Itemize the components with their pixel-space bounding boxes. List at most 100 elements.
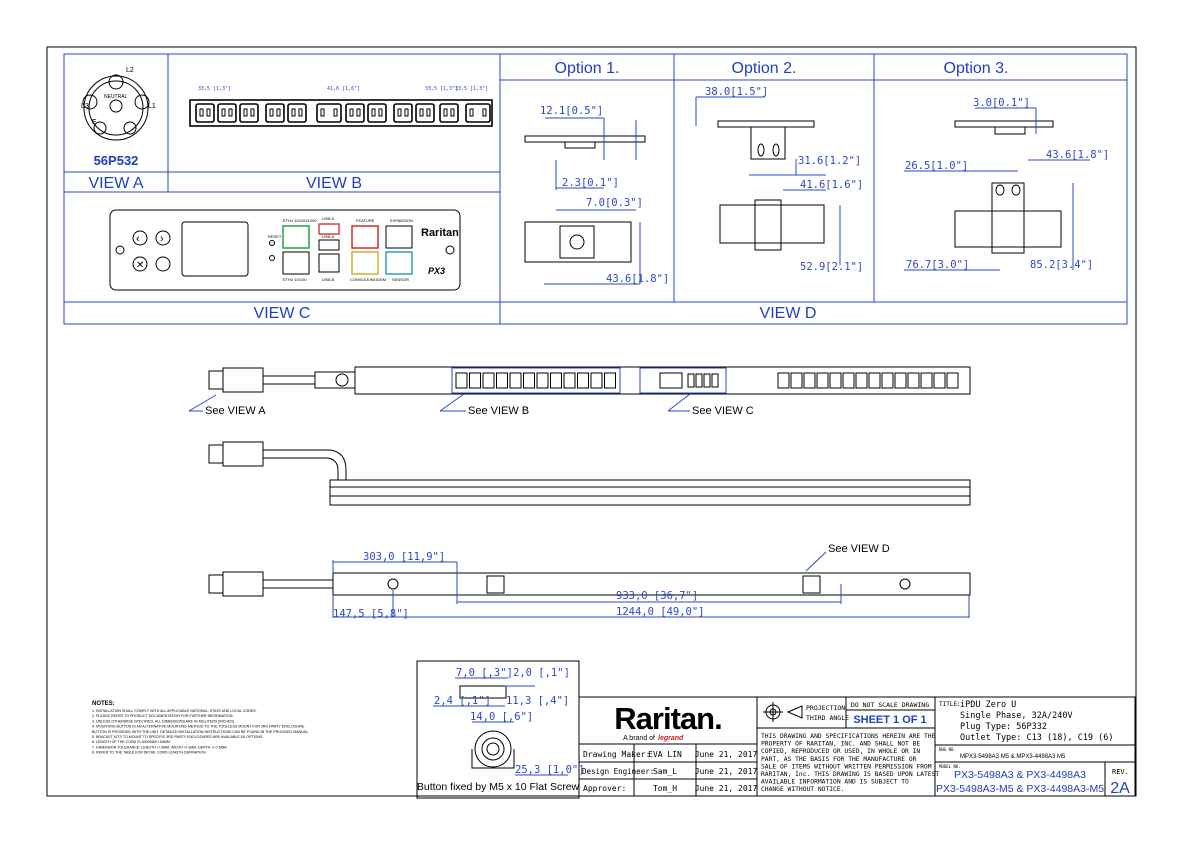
option-1-bracket (524, 117, 646, 285)
opt3-dim-2: 43.6[1.8"] (1046, 149, 1109, 161)
close-icon: ✕ (136, 260, 144, 271)
third-angle-projection-icon (763, 702, 803, 722)
outlet (881, 372, 894, 389)
title-line-3: Plug Type: 56P332 (960, 722, 1047, 732)
outlet (855, 372, 868, 389)
outlet (496, 372, 508, 389)
outlet (894, 372, 907, 389)
opt2-dim-1: 38.0[1.5"] (705, 86, 768, 98)
outlet (563, 372, 576, 389)
eth2-label: ETH2 10/100 (283, 277, 307, 282)
note-line: BUTTON IS PROVIDED WITH THE UNIT. DETAIL… (92, 730, 309, 734)
outlet (536, 372, 549, 389)
outlet (455, 372, 468, 389)
opt2-dim-4: 52.9[2.1"] (800, 261, 863, 273)
title-label: TITLE: (939, 701, 961, 708)
callout-view-b: See VIEW B (468, 405, 529, 417)
opt1-dim-2: 2.3[0.1"] (562, 177, 619, 189)
outlet (469, 372, 481, 389)
reset-label: RESET (268, 234, 282, 239)
note-line: 4. MOUNTING BUTTON IS AN ALTERNATIVE MOU… (92, 725, 305, 729)
brand-sub: A brand of (623, 735, 655, 742)
outlet (604, 372, 616, 389)
approver-date: June 21, 2017 (695, 784, 758, 793)
btn-dim-1: 7,0 [,3"] (456, 667, 513, 679)
chevron-left-icon: ‹ (136, 233, 140, 245)
legal-line: PROPERTY OF RARITAN, INC. AND SHALL NOT … (761, 741, 920, 748)
view-b-dim-4: 33,5 [1,3"] (455, 86, 488, 92)
plug-name: 56P532 (94, 153, 139, 168)
engineer-name: Sam_L (653, 767, 677, 776)
outlet (790, 372, 803, 389)
legal-line: SALE OF ITEMS WITHOUT WRITTEN PERMISSION… (761, 763, 932, 770)
outlet (482, 372, 495, 389)
note-line: 7. DIMENSION TOLERANCE: LENGTH +/-3MM, W… (92, 745, 227, 749)
outlet (465, 103, 491, 123)
dwg-label: DWG NO. (939, 747, 956, 752)
option-1-title: Option 1. (555, 60, 620, 77)
usb-b-port (318, 253, 340, 273)
btn-dim-5: 14,0 [,6"] (470, 711, 533, 723)
pdu-rear-view (208, 560, 971, 618)
console-label: CONSOLE/MODEM (350, 277, 386, 282)
outlet (842, 372, 855, 389)
expansion-label: EXPANSION (390, 218, 413, 223)
outlet (590, 372, 603, 389)
revision: 2A (1110, 780, 1130, 797)
maker-role: Drawing Maker: (583, 750, 650, 759)
outlet (393, 103, 413, 123)
left-arrow-button (132, 230, 148, 246)
view-d-label: VIEW D (760, 305, 817, 322)
outlet (946, 372, 959, 389)
outlet (415, 103, 435, 123)
outlet (550, 372, 562, 389)
brand-logo: Raritan. (614, 701, 721, 736)
maker-name: EVA LIN (648, 750, 682, 759)
outlet (316, 103, 342, 123)
outlets-row (195, 103, 491, 123)
views-box (63, 53, 1128, 325)
btn-dim-2: 2,0 [,1"] (513, 667, 570, 679)
chevron-right-icon: › (160, 233, 164, 245)
legal-line: THIS DRAWING AND SPECIFICATIONS HEREIN A… (761, 733, 936, 740)
note-line: 6. LENGTH OF THE CORD IS 3000MM+/-50MM (92, 740, 170, 744)
legal-line: AVAILABLE INFORMATION AND IS SUBJECT TO (761, 779, 909, 786)
view-b-dim-3: 33,5 [1,3"] (425, 86, 458, 92)
opt3-dim-3: 26.5[1.0"] (905, 160, 968, 172)
opt1-dim-4: 43.6[1.8"] (606, 273, 669, 285)
pin-label-e: E (92, 119, 97, 126)
usb-a2-label: USB-A (322, 234, 335, 239)
outlet (217, 103, 237, 123)
model-number-2: PX3-5498A3-M5 & PX3-4498A3-M5 (936, 783, 1104, 795)
outlet (509, 372, 522, 389)
control-panel (109, 209, 461, 291)
legal-line: CHANGE WITHOUT NOTICE. (761, 786, 844, 793)
feature-port (351, 225, 379, 249)
model-number-1: PX3-5498A3 & PX3-4498A3 (954, 769, 1086, 781)
dim-303: 303,0 [11,9"] (363, 551, 445, 563)
right-arrow-button (155, 230, 171, 246)
dim-147: 147,5 [5,8"] (333, 608, 409, 620)
panel-model-mark: PX3 (428, 266, 445, 276)
legal-text: THIS DRAWING AND SPECIFICATIONS HEREIN A… (761, 733, 939, 793)
legal-line: COPIED, REPRODUCED OR USED, IN WHOLE OR … (761, 748, 920, 755)
rev-label: REV. (1112, 768, 1129, 776)
title-block (578, 696, 1136, 797)
eth1-label: ETH1 10/100/1000 (283, 218, 317, 223)
note-line: 3. UNLESS OTHERWISE SPECIFIED, ALL DIMEN… (92, 719, 235, 723)
note-line: 2. PLEASE REFER TO PRODUCT DOCUMENTATION… (92, 714, 234, 718)
projection-label: PROJECTION (806, 704, 845, 712)
view-b-dim-2: 41,6 [1,6"] (327, 86, 360, 92)
dim-1244: 1244,0 [49,0"] (616, 606, 705, 618)
outlet (195, 103, 215, 123)
btn-dim-6: 25,3 [1,0"] (515, 764, 585, 776)
sensor-label: SENSOR (392, 277, 409, 282)
opt1-dim-3: 7.0[0.3"] (586, 197, 643, 209)
button-detail-box (416, 660, 580, 799)
outlet (577, 372, 589, 389)
brand-parent: legrand (658, 735, 684, 742)
callout-view-d: See VIEW D (828, 543, 890, 555)
outlet (868, 372, 881, 389)
usb-b-label: USB-B (322, 277, 335, 282)
note-line: 1. INSTALLATION SHALL COMPLY WITH ALL AP… (92, 709, 257, 713)
